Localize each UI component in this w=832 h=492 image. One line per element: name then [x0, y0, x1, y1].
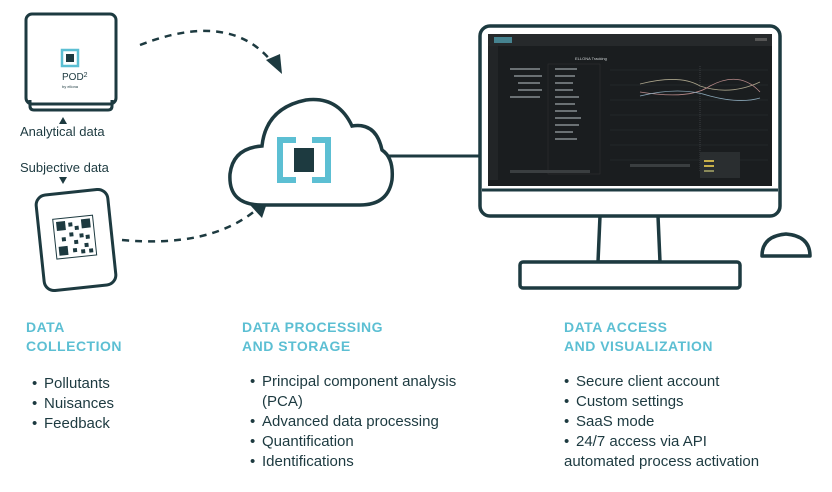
pod-label: POD2: [62, 72, 88, 83]
cloud-icon: [228, 97, 395, 207]
column-heading: DATA ACCESS AND VISUALIZATION: [564, 319, 714, 354]
workflow-diagram: POD2 by ellona Analytical data Subjectiv…: [20, 12, 812, 293]
list-item: •Advanced data processing: [250, 413, 439, 430]
pod-sensor-device: POD2 by ellona: [24, 12, 118, 112]
list-item: •Quantification: [250, 433, 354, 450]
pod-logo-icon: [60, 48, 80, 68]
column-heading: DATA PROCESSING AND STORAGE: [242, 319, 384, 354]
column-list: •Secure client account •Custom settings …: [564, 372, 824, 472]
list-item: (PCA): [262, 393, 303, 410]
column-heading: DATA COLLECTION: [26, 319, 122, 354]
dashed-arrow-from-pod: [139, 29, 282, 74]
list-item: •Feedback: [32, 415, 110, 432]
list-item: •Principal component analysis: [250, 373, 457, 390]
column-list: •Pollutants •Nuisances •Feedback: [26, 374, 226, 434]
column-data-processing: DATA PROCESSING AND STORAGE •Principal c…: [242, 318, 522, 472]
up-arrow-icon: [59, 117, 67, 124]
list-item: •Nuisances: [32, 395, 115, 412]
list-item: •SaaS mode: [564, 413, 655, 430]
platform-logo-icon: [277, 137, 331, 183]
column-list: •Principal component analysis (PCA) •Adv…: [242, 372, 522, 472]
dashed-arrow-from-phone: [121, 200, 268, 243]
dashboard-screen: ELLONA Tracking: [488, 34, 772, 186]
qr-code-icon: [52, 214, 98, 260]
mouse-icon: [760, 232, 812, 258]
list-item: •Secure client account: [564, 373, 720, 390]
pod-brand: by ellona: [62, 84, 79, 89]
analytical-data-label: Analytical data: [20, 124, 105, 139]
down-arrow-icon: [59, 177, 67, 184]
list-item: •Pollutants: [32, 375, 110, 392]
column-data-collection: DATA COLLECTION •Pollutants •Nuisances •…: [26, 318, 226, 434]
dashboard-title: ELLONA Tracking: [575, 56, 607, 61]
smartphone-qr: [34, 187, 118, 293]
subjective-data-label: Subjective data: [20, 160, 110, 175]
list-item: •24/7 access via API: [564, 433, 707, 450]
list-item: •Identifications: [250, 453, 354, 470]
list-item: automated process activation: [564, 453, 760, 470]
column-data-access: DATA ACCESS AND VISUALIZATION •Secure cl…: [564, 318, 824, 472]
list-item: •Custom settings: [564, 393, 684, 410]
